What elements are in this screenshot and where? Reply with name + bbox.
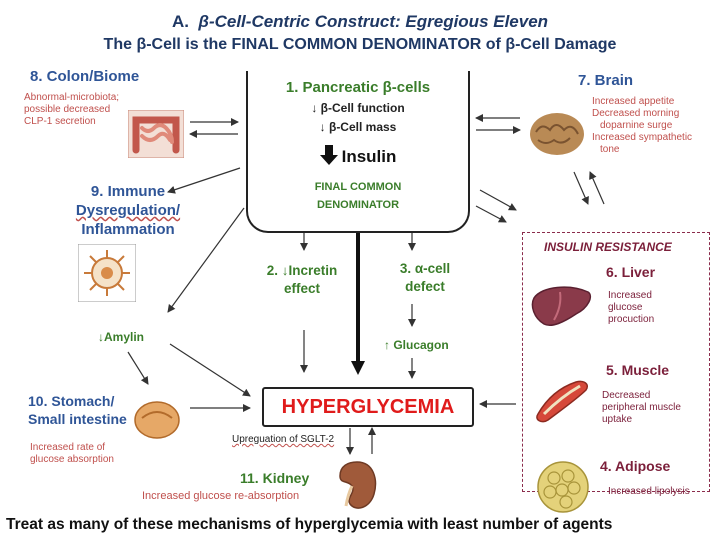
colon-icon [127, 109, 185, 163]
muscle-icon [532, 374, 594, 429]
stomach-title: 10. Stomach/Small intestine [28, 393, 127, 427]
kidney-icon [334, 458, 380, 519]
liver-icon [530, 282, 594, 337]
pancreas-title: 1. Pancreatic β-cells [285, 79, 431, 96]
arrow-amylin-to-hyper [169, 343, 251, 397]
diagram-subtitle: The β-Cell is the FINAL COMMON DENOMINAT… [103, 36, 617, 53]
kidney-title: 11. Kidney [240, 470, 310, 486]
adipose-title: 4. Adipose [600, 458, 671, 474]
beta-cell-function: ↓ β-Cell function [311, 101, 405, 115]
arrow-center-to-ir-2 [475, 205, 507, 223]
brain-icon [528, 110, 586, 163]
title-main: β-Cell-Centric Construct: Egregious Elev… [198, 12, 549, 31]
colon-title: 8. Colon/Biome [30, 68, 140, 85]
liver-title: 6. Liver [606, 264, 656, 280]
pancreatic-beta-cells-box: 1. Pancreatic β-cells ↓ β-Cell function … [246, 71, 470, 233]
arrow-brain-up-1 [589, 171, 605, 205]
insulin-resistance-title: INSULIN RESISTANCE [544, 240, 672, 254]
kidney-note: Increased glucose re-absorption [142, 490, 300, 502]
muscle-note: Decreased peripheral muscle uptake [602, 390, 681, 425]
amylin-label: ↓Amylin [98, 330, 145, 344]
adipose-icon [536, 460, 590, 519]
glucagon-label: ↑ Glucagon [384, 338, 449, 352]
brain-title: 7. Brain [578, 72, 634, 89]
footer-statement: Treat as many of these mechanisms of hyp… [6, 516, 613, 533]
diagram-title: A. β-Cell-Centric Construct: Egregious E… [0, 12, 720, 32]
arrow-center-to-ir-1 [479, 189, 517, 211]
muscle-title: 5. Muscle [606, 362, 670, 378]
brain-note: Increased appetite Decreased morning dop… [592, 96, 693, 155]
hyperglycemia-box: HYPERGLYCEMIA [262, 387, 474, 427]
down-arrow-icon [319, 145, 338, 170]
liver-note: Increased glucose procuction [608, 290, 655, 325]
title-prefix: A. [171, 12, 189, 31]
stomach-icon [132, 396, 182, 447]
arrow-brain-down-1 [573, 171, 589, 205]
insulin-label: Insulin [248, 145, 468, 170]
arrow-center-to-immune [167, 167, 241, 194]
insulin-resistance-box [522, 232, 710, 492]
arrow-amylin-to-stomach [127, 351, 149, 385]
final-common-1: FINAL COMMON [314, 181, 402, 193]
sglt2-label: Upreguation of SGLT-2 [232, 434, 335, 445]
immune-title: 9. Immune Dysregulation/ Inflammation [75, 183, 181, 238]
adipose-note: Increased lipolysis [608, 486, 690, 497]
arrow-center-to-amylin [167, 207, 245, 313]
final-common-2: DENOMINATOR [316, 199, 400, 211]
beta-cell-mass: ↓ β-Cell mass [319, 120, 397, 134]
immune-cell-icon [77, 243, 137, 307]
